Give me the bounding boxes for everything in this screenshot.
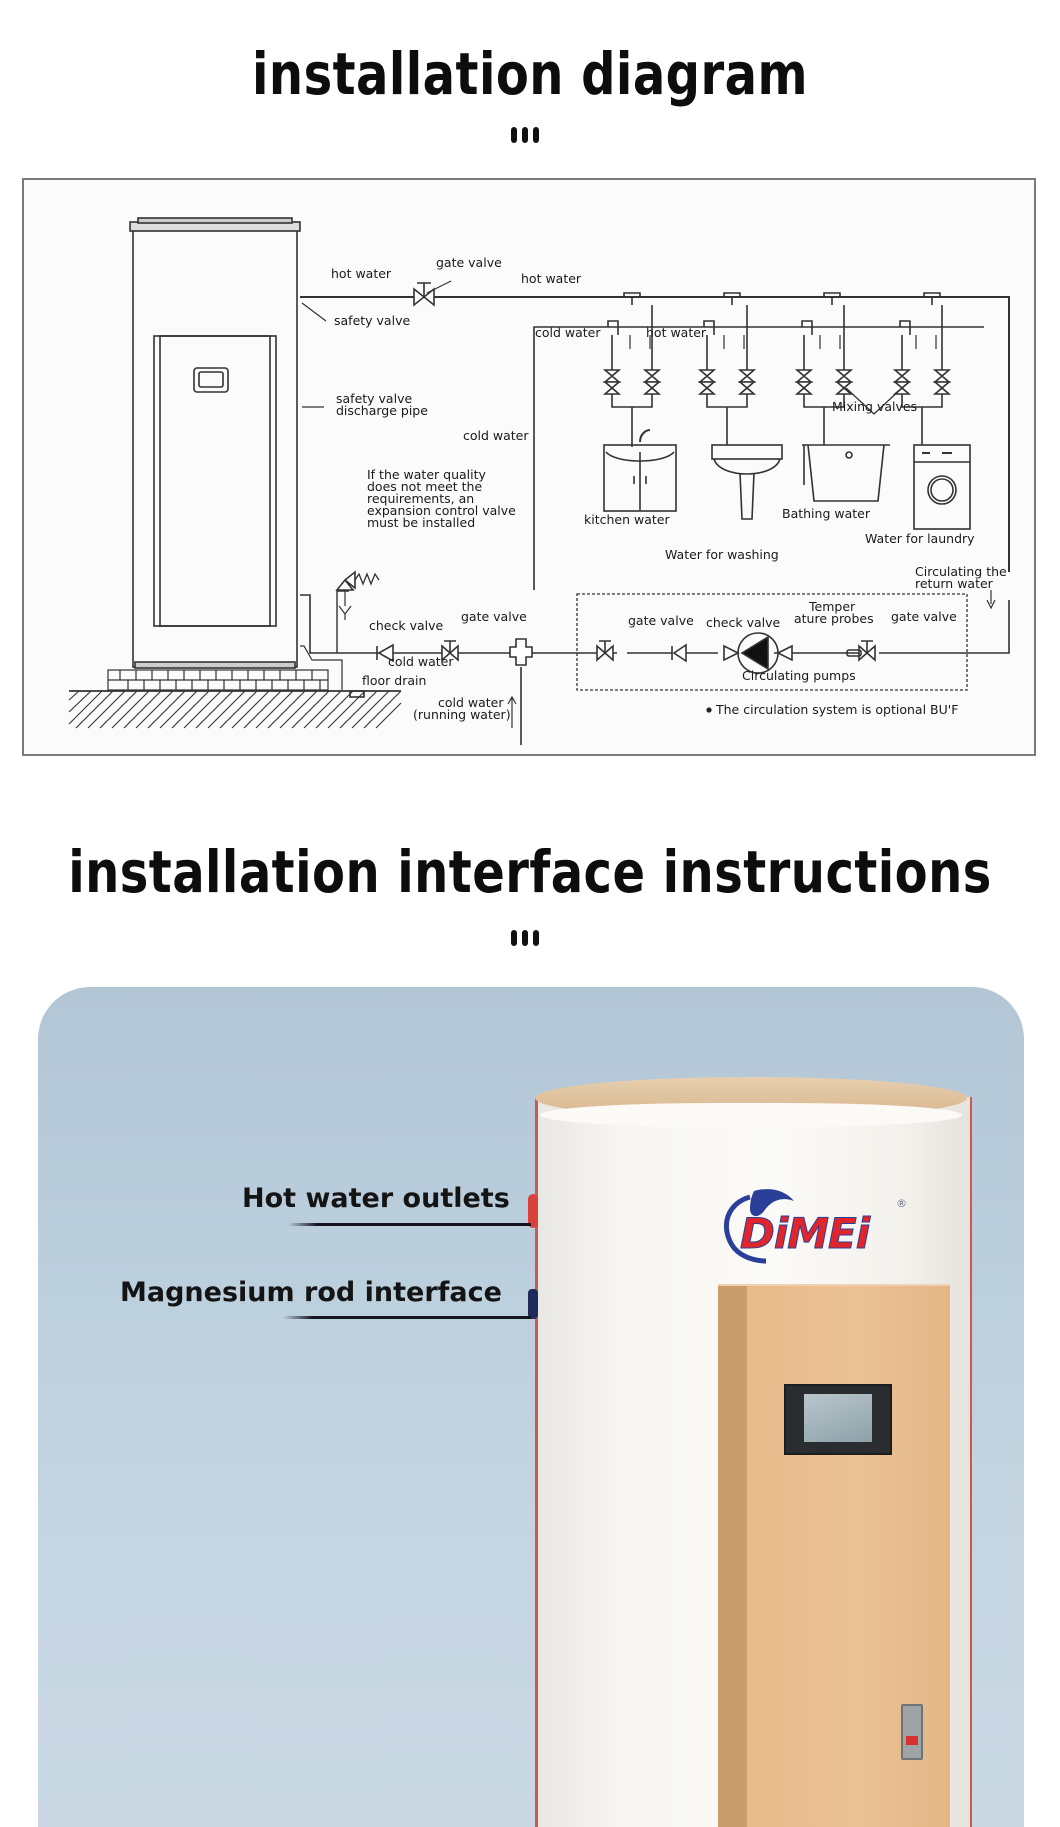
label-gate-valve: gate valve [436, 255, 502, 270]
label-discharge-pipe-2: discharge pipe [336, 403, 428, 418]
installation-diagram: hot water gate valve hot water safety va… [22, 178, 1036, 756]
registered-mark: ® [896, 1197, 907, 1210]
label-water-for-laundry: Water for laundry [865, 531, 975, 546]
label-temperature-probes-1: Temper [808, 599, 856, 614]
label-check-valve-inlet: check valve [369, 618, 443, 633]
label-circulating-return-1: Circulating the [915, 564, 1007, 579]
power-switch[interactable] [901, 1704, 923, 1760]
label-check-valve-loop: check valve [706, 615, 780, 630]
hot-water-outlet-port [528, 1194, 538, 1228]
label-temperature-probes-2: ature probes [794, 611, 874, 626]
label-hot-water-branch: hot water [646, 325, 707, 340]
fixture-branches [602, 292, 952, 447]
product-photo-card: Hot water outlets Magnesium rod interfac… [38, 987, 1024, 1827]
label-circulation-note: The circulation system is optional BU'F [715, 702, 958, 717]
label-floor-drain: floor drain [362, 673, 426, 688]
bathtub-icon [802, 444, 890, 502]
switch-indicator-icon [906, 1736, 918, 1745]
logo-wordmark: DiMEi [739, 1209, 870, 1259]
label-expansion-note-3: requirements, an [367, 491, 474, 506]
logo-swoosh-icon [723, 1189, 794, 1264]
bullet-icon [706, 707, 712, 713]
label-mixing-valves: Mixing valves [832, 399, 917, 414]
label-circulating-return-2: return water [915, 576, 994, 591]
label-gate-valve-inlet: gate valve [461, 609, 527, 624]
callout-magnesium-rod: Magnesium rod interface [120, 1277, 502, 1308]
display-glass [804, 1394, 872, 1442]
touch-display-screen[interactable] [784, 1384, 892, 1455]
label-expansion-note-1: If the water quality [367, 467, 486, 482]
section-divider-dots [511, 127, 539, 143]
brick-base-icon [107, 669, 329, 691]
label-bathing-water: Bathing water [782, 506, 871, 521]
label-cold-water-branch: cold water [535, 325, 601, 340]
ground-hatch-icon [68, 690, 402, 729]
magnesium-rod-port [528, 1289, 538, 1319]
label-cold-water-inlet: cold water [388, 654, 454, 669]
plumbing-schematic: hot water gate valve hot water safety va… [68, 217, 1010, 745]
label-cold-water-running-1: cold water [438, 695, 504, 710]
label-gate-valve-loop-right: gate valve [891, 609, 957, 624]
label-discharge-pipe-1: safety valve [336, 391, 412, 406]
tank-top-face [540, 1103, 962, 1127]
label-hot-water-main: hot water [521, 271, 582, 286]
washing-machine-icon [913, 444, 971, 530]
callout-line-magnesium [283, 1316, 531, 1319]
section-title-installation-diagram: installation diagram [252, 40, 808, 108]
label-safety-valve: safety valve [334, 313, 410, 328]
washbasin-icon [711, 444, 783, 520]
water-heater-drawing-icon [129, 217, 301, 669]
section-divider-dots [511, 930, 539, 946]
label-circulating-pumps: Circulating pumps [742, 668, 856, 683]
dimei-brand-logo: DiMEi ® [720, 1185, 920, 1265]
label-hot-water: hot water [331, 266, 392, 281]
label-expansion-note-2: does not meet the [367, 479, 482, 494]
label-water-for-washing: Water for washing [665, 547, 779, 562]
label-kitchen-water: kitchen water [584, 512, 670, 527]
callout-line-hot-water [288, 1223, 531, 1226]
section-title-installation-interface: installation interface instructions [68, 838, 992, 906]
label-cold-water-running-2: (running water) [413, 707, 511, 722]
label-cold-water-riser: cold water [463, 428, 529, 443]
label-expansion-note-5: must be installed [367, 515, 475, 530]
callout-hot-water-outlets: Hot water outlets [242, 1183, 510, 1214]
kitchen-sink-icon [603, 429, 677, 512]
label-expansion-note-4: expansion control valve [367, 503, 516, 518]
label-gate-valve-loop-left: gate valve [628, 613, 694, 628]
